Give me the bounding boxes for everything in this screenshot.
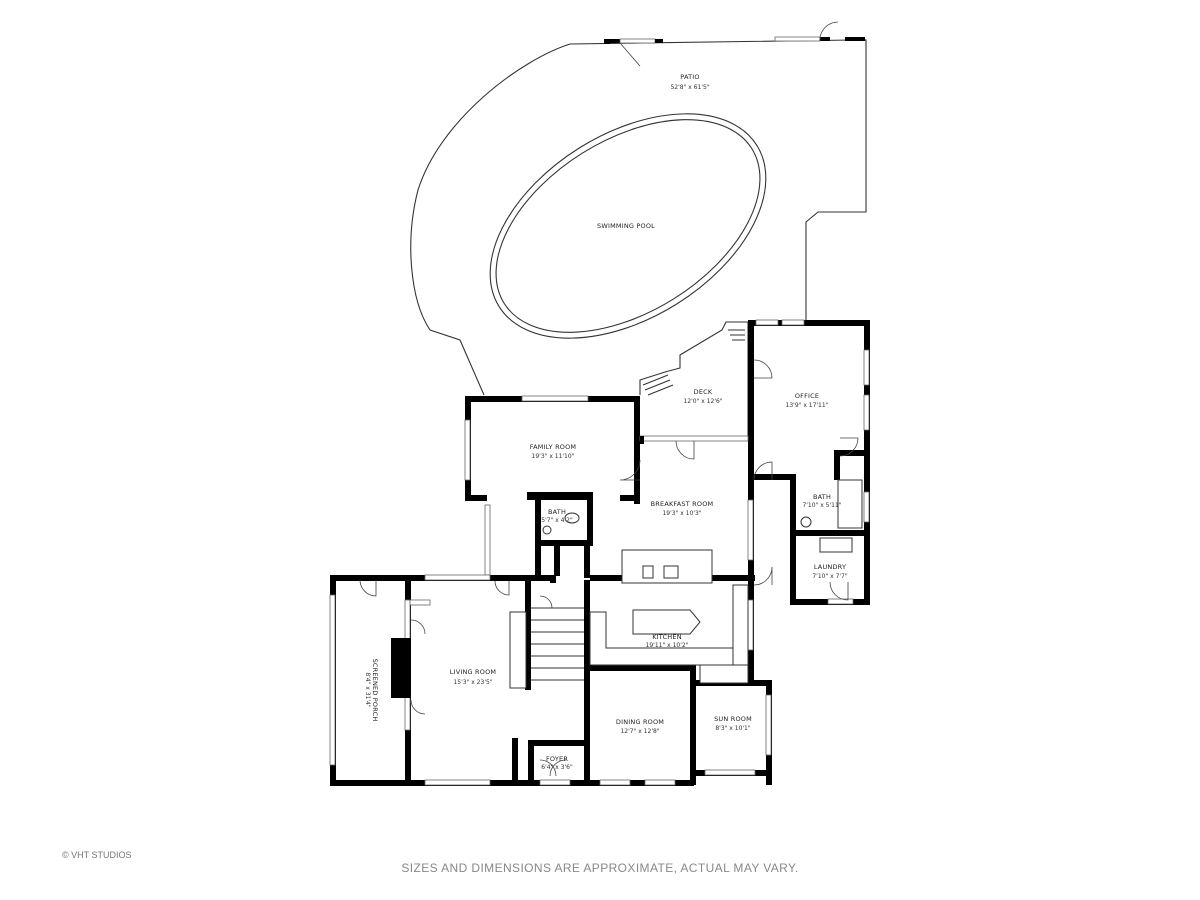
disclaimer-text: SIZES AND DIMENSIONS ARE APPROXIMATE, AC… [401, 861, 799, 875]
patio-label: PATIO [680, 73, 699, 81]
pool-label: SWIMMING POOL [597, 222, 655, 230]
sun-room-dims: 8'3" x 10'1" [715, 725, 751, 732]
patio-dims: 52'8" x 61'5" [670, 84, 709, 91]
deck-outline [639, 321, 749, 440]
foyer-dims: 6'4" x 3'6" [541, 764, 573, 771]
dining-room-label: DINING ROOM [616, 718, 664, 726]
deck-dims: 12'0" x 12'6" [683, 398, 722, 405]
room-labels: PATIO 52'8" x 61'5" SWIMMING POOL DECK 1… [364, 73, 848, 771]
kitchen-dims: 19'11" x 10'2" [646, 642, 689, 649]
deck-label: DECK [694, 388, 713, 396]
swimming-pool [489, 113, 767, 339]
dining-room-dims: 12'7" x 12'8" [620, 728, 659, 735]
right-bath-dims: 7'10" x 5'11" [802, 502, 841, 509]
office-dims: 13'9" x 17'11" [786, 402, 829, 409]
kitchen-label: KITCHEN [652, 633, 682, 641]
living-room-label: LIVING ROOM [450, 668, 496, 676]
patio-outline [410, 21, 867, 396]
screened-porch-label: SCREENED PORCH [371, 659, 379, 722]
small-bath-dims: 5'7" x 4'2" [541, 517, 573, 524]
family-room-label: FAMILY ROOM [530, 443, 576, 451]
doors [359, 359, 859, 777]
laundry-label: LAUNDRY [814, 563, 846, 571]
family-room-dims: 19'3" x 11'10" [532, 453, 575, 460]
exterior-walls [329, 319, 870, 786]
breakfast-room-dims: 19'3" x 10'3" [662, 510, 701, 517]
office-label: OFFICE [795, 392, 819, 400]
small-bath-label: BATH [548, 508, 566, 516]
right-bath-label: BATH [813, 493, 831, 501]
foyer-label: FOYER [546, 755, 568, 763]
fixtures [509, 479, 863, 689]
living-room-dims: 15'3" x 23'5" [453, 679, 492, 686]
laundry-dims: 7'10" x 7'7" [812, 573, 848, 580]
sun-room-label: SUN ROOM [714, 715, 752, 723]
breakfast-room-label: BREAKFAST ROOM [651, 500, 714, 508]
screened-porch-dims: 8'4" x 31'4" [364, 672, 371, 708]
copyright-text: © VHT STUDIOS [62, 850, 132, 860]
